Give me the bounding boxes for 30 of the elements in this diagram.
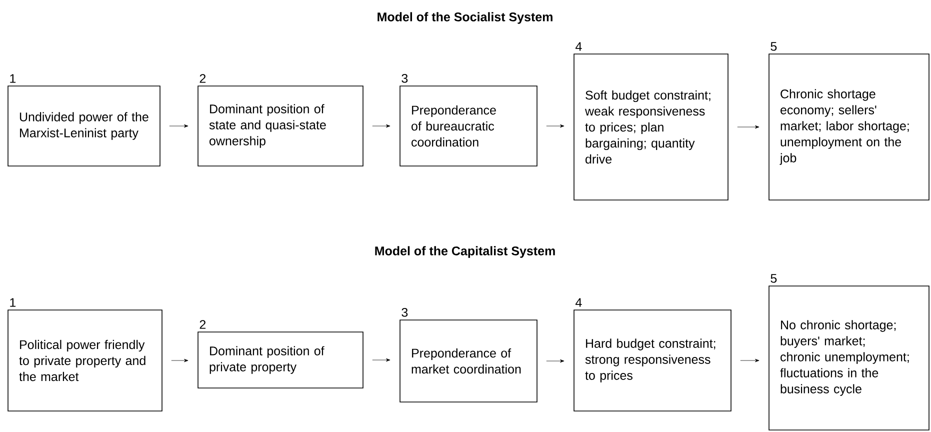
process-box: Political power friendly to private property and the market — [8, 310, 162, 412]
process-box: Dominant position of state and quasi-state ownership — [198, 86, 364, 166]
process-box: Soft budget constraint; weak responsiveness to prices; plan bargaining; quantity drive — [574, 54, 728, 200]
process-box: Chronic shortage economy; sellers' market; labor shortage; unemployment on the job — [768, 54, 930, 200]
step-number: 5 — [770, 42, 777, 51]
section-heading: Model of the Socialist System — [378, 12, 552, 24]
step-number: 3 — [402, 308, 408, 317]
step-number: 1 — [10, 298, 16, 307]
arrow — [372, 124, 390, 128]
process-box: Undivided power of the Marxist-Leninist party — [8, 86, 160, 166]
arrow — [546, 124, 564, 128]
arrow — [740, 358, 760, 362]
process-box: Preponderance of bureaucratic coordination — [400, 86, 538, 166]
process-box: Dominant position of private property — [198, 332, 364, 388]
step-number: 4 — [576, 42, 582, 51]
step-number: 2 — [200, 74, 206, 83]
arrow — [171, 358, 188, 362]
step-number: 4 — [576, 298, 582, 307]
process-box: No chronic shortage; buyers' market; chronic unemployment; fluctuations in the business cycle — [768, 286, 930, 430]
step-number: 1 — [10, 74, 16, 83]
arrow — [372, 358, 390, 362]
arrow — [737, 125, 760, 129]
process-box: Preponderance of market coordination — [400, 320, 538, 402]
process-box: Hard budget constraint; strong responsiveness to prices — [574, 310, 732, 412]
step-number: 3 — [402, 74, 408, 83]
step-number: 2 — [200, 320, 206, 329]
arrow — [169, 124, 188, 128]
section-heading: Model of the Capitalist System — [375, 246, 555, 258]
arrow — [546, 359, 564, 363]
step-number: 5 — [770, 274, 777, 283]
